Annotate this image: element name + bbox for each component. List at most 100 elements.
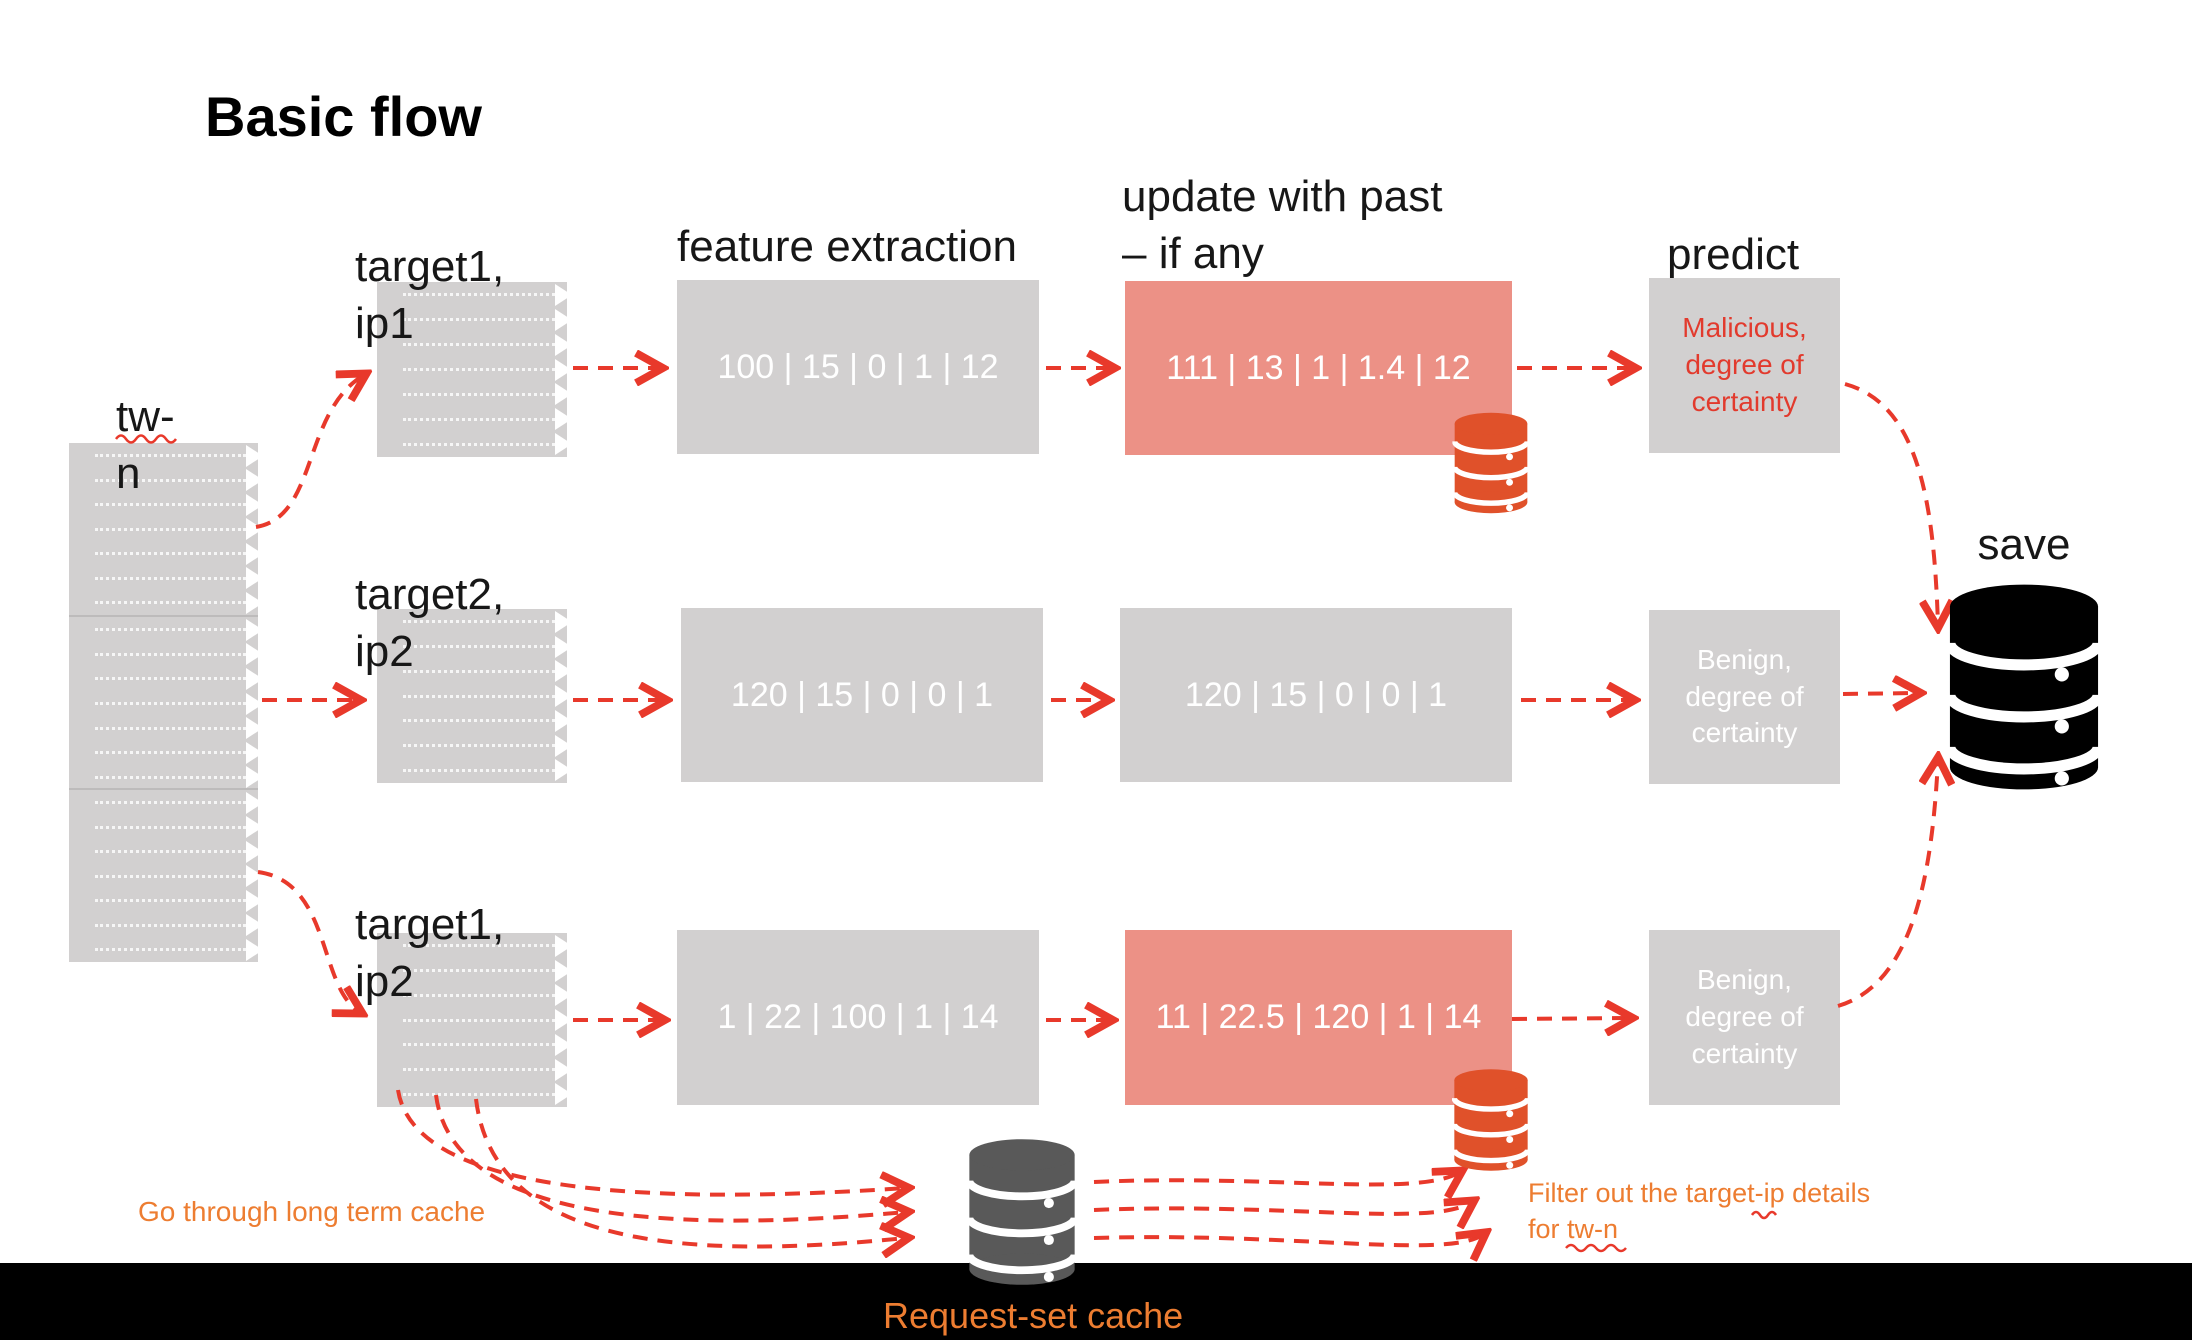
source-window-segment-1 xyxy=(69,443,263,615)
request-row-stripe xyxy=(69,667,263,691)
arrow-longterm-cache-3 xyxy=(474,1098,906,1247)
arrow-filter-out-2 xyxy=(1093,1202,1472,1214)
row-arrow-triangle-icon xyxy=(246,717,263,740)
row-arrow-triangle-icon xyxy=(246,591,263,614)
dotted-line xyxy=(95,454,246,457)
dotted-line xyxy=(95,923,246,927)
row-arrow-triangle-icon xyxy=(246,567,263,589)
dotted-line xyxy=(403,343,555,347)
row1-update-database-icon xyxy=(1452,412,1530,514)
request-row-stripe xyxy=(377,333,572,357)
row2-feature-values: 120 | 15 | 0 | 0 | 1 xyxy=(730,675,994,714)
arrow-source-to-row1 xyxy=(255,375,364,529)
dotted-line xyxy=(95,801,246,804)
row-arrow-triangle-icon xyxy=(555,1058,572,1081)
row-arrow-triangle-icon xyxy=(246,692,263,715)
header-predict: predict xyxy=(1667,230,1800,279)
request-row-stripe xyxy=(69,517,263,541)
dotted-line xyxy=(95,478,246,482)
dotted-line xyxy=(403,620,555,624)
request-row-stripe xyxy=(377,684,572,708)
row-arrow-triangle-icon xyxy=(246,618,263,641)
row-arrow-triangle-icon xyxy=(246,643,263,666)
dotted-line xyxy=(403,417,555,421)
row-arrow-triangle-icon xyxy=(246,938,263,961)
row-arrow-triangle-icon xyxy=(246,542,263,565)
row2-updated-values: 120 | 15 | 0 | 0 | 1 xyxy=(1184,675,1448,714)
annotation-long-term-cache: Go through long term cache xyxy=(138,1196,486,1227)
row-arrow-triangle-icon xyxy=(555,959,572,982)
dotted-line xyxy=(95,601,246,604)
row-arrow-triangle-icon xyxy=(555,685,572,707)
row-arrow-triangle-icon xyxy=(555,709,572,732)
row-arrow-triangle-icon xyxy=(246,816,263,838)
dotted-line xyxy=(403,694,555,698)
row-arrow-triangle-icon xyxy=(555,610,572,633)
arrow-row3-update-to-predict xyxy=(1511,1018,1630,1019)
source-label-tw-n: tw- n xyxy=(116,392,175,499)
dotted-line xyxy=(403,645,555,648)
row2-predict-box: Benign, degree of certainty xyxy=(1649,610,1840,784)
dotted-line xyxy=(95,775,246,779)
dotted-line xyxy=(95,503,246,506)
dotted-line xyxy=(403,318,555,322)
row3-predict-box: Benign, degree of certainty xyxy=(1649,930,1840,1105)
dotted-line xyxy=(403,293,555,297)
row2-update-box: 120 | 15 | 0 | 0 | 1 xyxy=(1120,608,1512,782)
dotted-line xyxy=(403,1068,555,1071)
row-arrow-triangle-icon xyxy=(555,934,572,957)
row-arrow-triangle-icon xyxy=(246,444,263,467)
request-row-stripe xyxy=(377,1008,572,1032)
row3-target-label: target1, ip2 xyxy=(355,900,505,1007)
row1-predict-box: Malicious, degree of certainty xyxy=(1649,278,1840,453)
arrow-filter-out-3 xyxy=(1093,1234,1484,1245)
dotted-line xyxy=(95,825,246,829)
row-arrow-triangle-icon xyxy=(555,283,572,306)
row-arrow-triangle-icon xyxy=(555,1009,572,1031)
dotted-line xyxy=(95,850,246,853)
dotted-line xyxy=(95,948,246,951)
request-row-stripe xyxy=(69,618,263,642)
request-row-stripe xyxy=(69,542,263,566)
dotted-line xyxy=(403,969,555,972)
row1-target-label: target1, ip1 xyxy=(355,242,505,349)
save-database-icon xyxy=(1945,583,2103,791)
request-row-stripe xyxy=(377,407,572,431)
request-row-stripe xyxy=(377,983,572,1007)
request-row-stripe xyxy=(69,840,263,864)
row-arrow-triangle-icon xyxy=(555,759,572,782)
dotted-line xyxy=(95,751,246,755)
dotted-line xyxy=(403,944,555,948)
request-row-stripe xyxy=(377,382,572,406)
request-row-stripe xyxy=(69,889,263,913)
request-row-stripe xyxy=(69,938,263,962)
row-arrow-triangle-icon xyxy=(246,518,263,540)
dotted-line xyxy=(403,1043,555,1047)
dotted-line xyxy=(95,702,246,705)
row-arrow-triangle-icon xyxy=(246,493,263,516)
row-arrow-triangle-icon xyxy=(246,469,263,491)
row-arrow-triangle-icon xyxy=(555,660,572,683)
dotted-line xyxy=(403,993,555,997)
row-arrow-triangle-icon xyxy=(555,383,572,406)
row1-prediction: Malicious, degree of certainty xyxy=(1682,312,1807,417)
arrow-filter-out-1 xyxy=(1093,1172,1460,1184)
row1-updated-values: 111 | 13 | 1 | 1.4 | 12 xyxy=(1166,348,1471,387)
dotted-line xyxy=(403,768,555,772)
row3-feature-box: 1 | 22 | 100 | 1 | 14 xyxy=(677,930,1039,1105)
request-row-stripe xyxy=(377,610,572,634)
row-arrow-triangle-icon xyxy=(555,433,572,456)
arrow-longterm-cache-2 xyxy=(434,1094,906,1221)
request-row-stripe xyxy=(377,308,572,332)
request-set-cache-database-icon xyxy=(966,1136,1078,1288)
request-row-stripe xyxy=(377,1033,572,1057)
arrow-row3-predict-to-save xyxy=(1837,760,1938,1008)
header-update-with-past: update with past – if any xyxy=(1122,172,1443,279)
source-window-segment-3 xyxy=(69,788,263,962)
row2-feature-box: 120 | 15 | 0 | 0 | 1 xyxy=(681,608,1043,782)
request-row-stripe xyxy=(69,642,263,666)
row-arrow-triangle-icon xyxy=(246,741,263,764)
request-row-stripe xyxy=(69,591,263,615)
row-arrow-triangle-icon xyxy=(246,667,263,690)
